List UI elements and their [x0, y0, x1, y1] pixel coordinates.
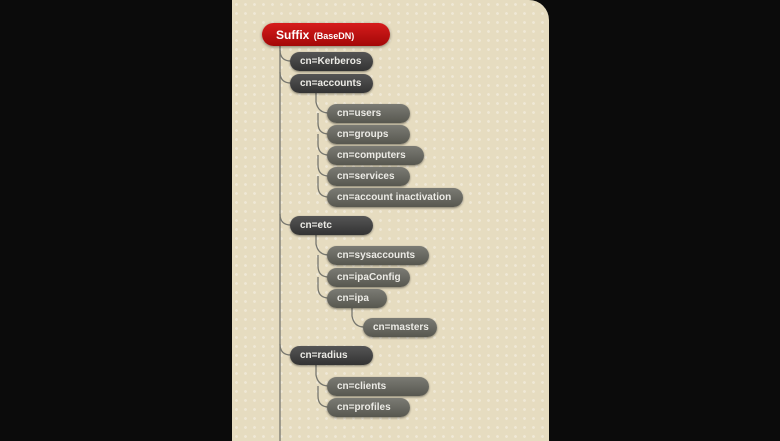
root-suffix-node: Suffix (BaseDN): [262, 23, 390, 46]
node-ipa: cn=ipa: [327, 289, 387, 308]
root-sublabel: (BaseDN): [313, 31, 355, 41]
node-computers: cn=computers: [327, 146, 424, 165]
node-etc: cn=etc: [290, 216, 373, 235]
node-services: cn=services: [327, 167, 410, 186]
diagram-panel: [232, 0, 549, 441]
node-kerberos: cn=Kerberos: [290, 52, 373, 71]
node-accounts: cn=accounts: [290, 74, 373, 93]
node-sysaccounts: cn=sysaccounts: [327, 246, 429, 265]
node-clients: cn=clients: [327, 377, 429, 396]
node-groups: cn=groups: [327, 125, 410, 144]
node-users: cn=users: [327, 104, 410, 123]
node-account-inactivation: cn=account inactivation: [327, 188, 463, 207]
node-masters: cn=masters: [363, 318, 437, 337]
node-radius: cn=radius: [290, 346, 373, 365]
node-profiles: cn=profiles: [327, 398, 410, 417]
root-label: Suffix: [276, 28, 310, 42]
node-ipaconfig: cn=ipaConfig: [327, 268, 410, 287]
